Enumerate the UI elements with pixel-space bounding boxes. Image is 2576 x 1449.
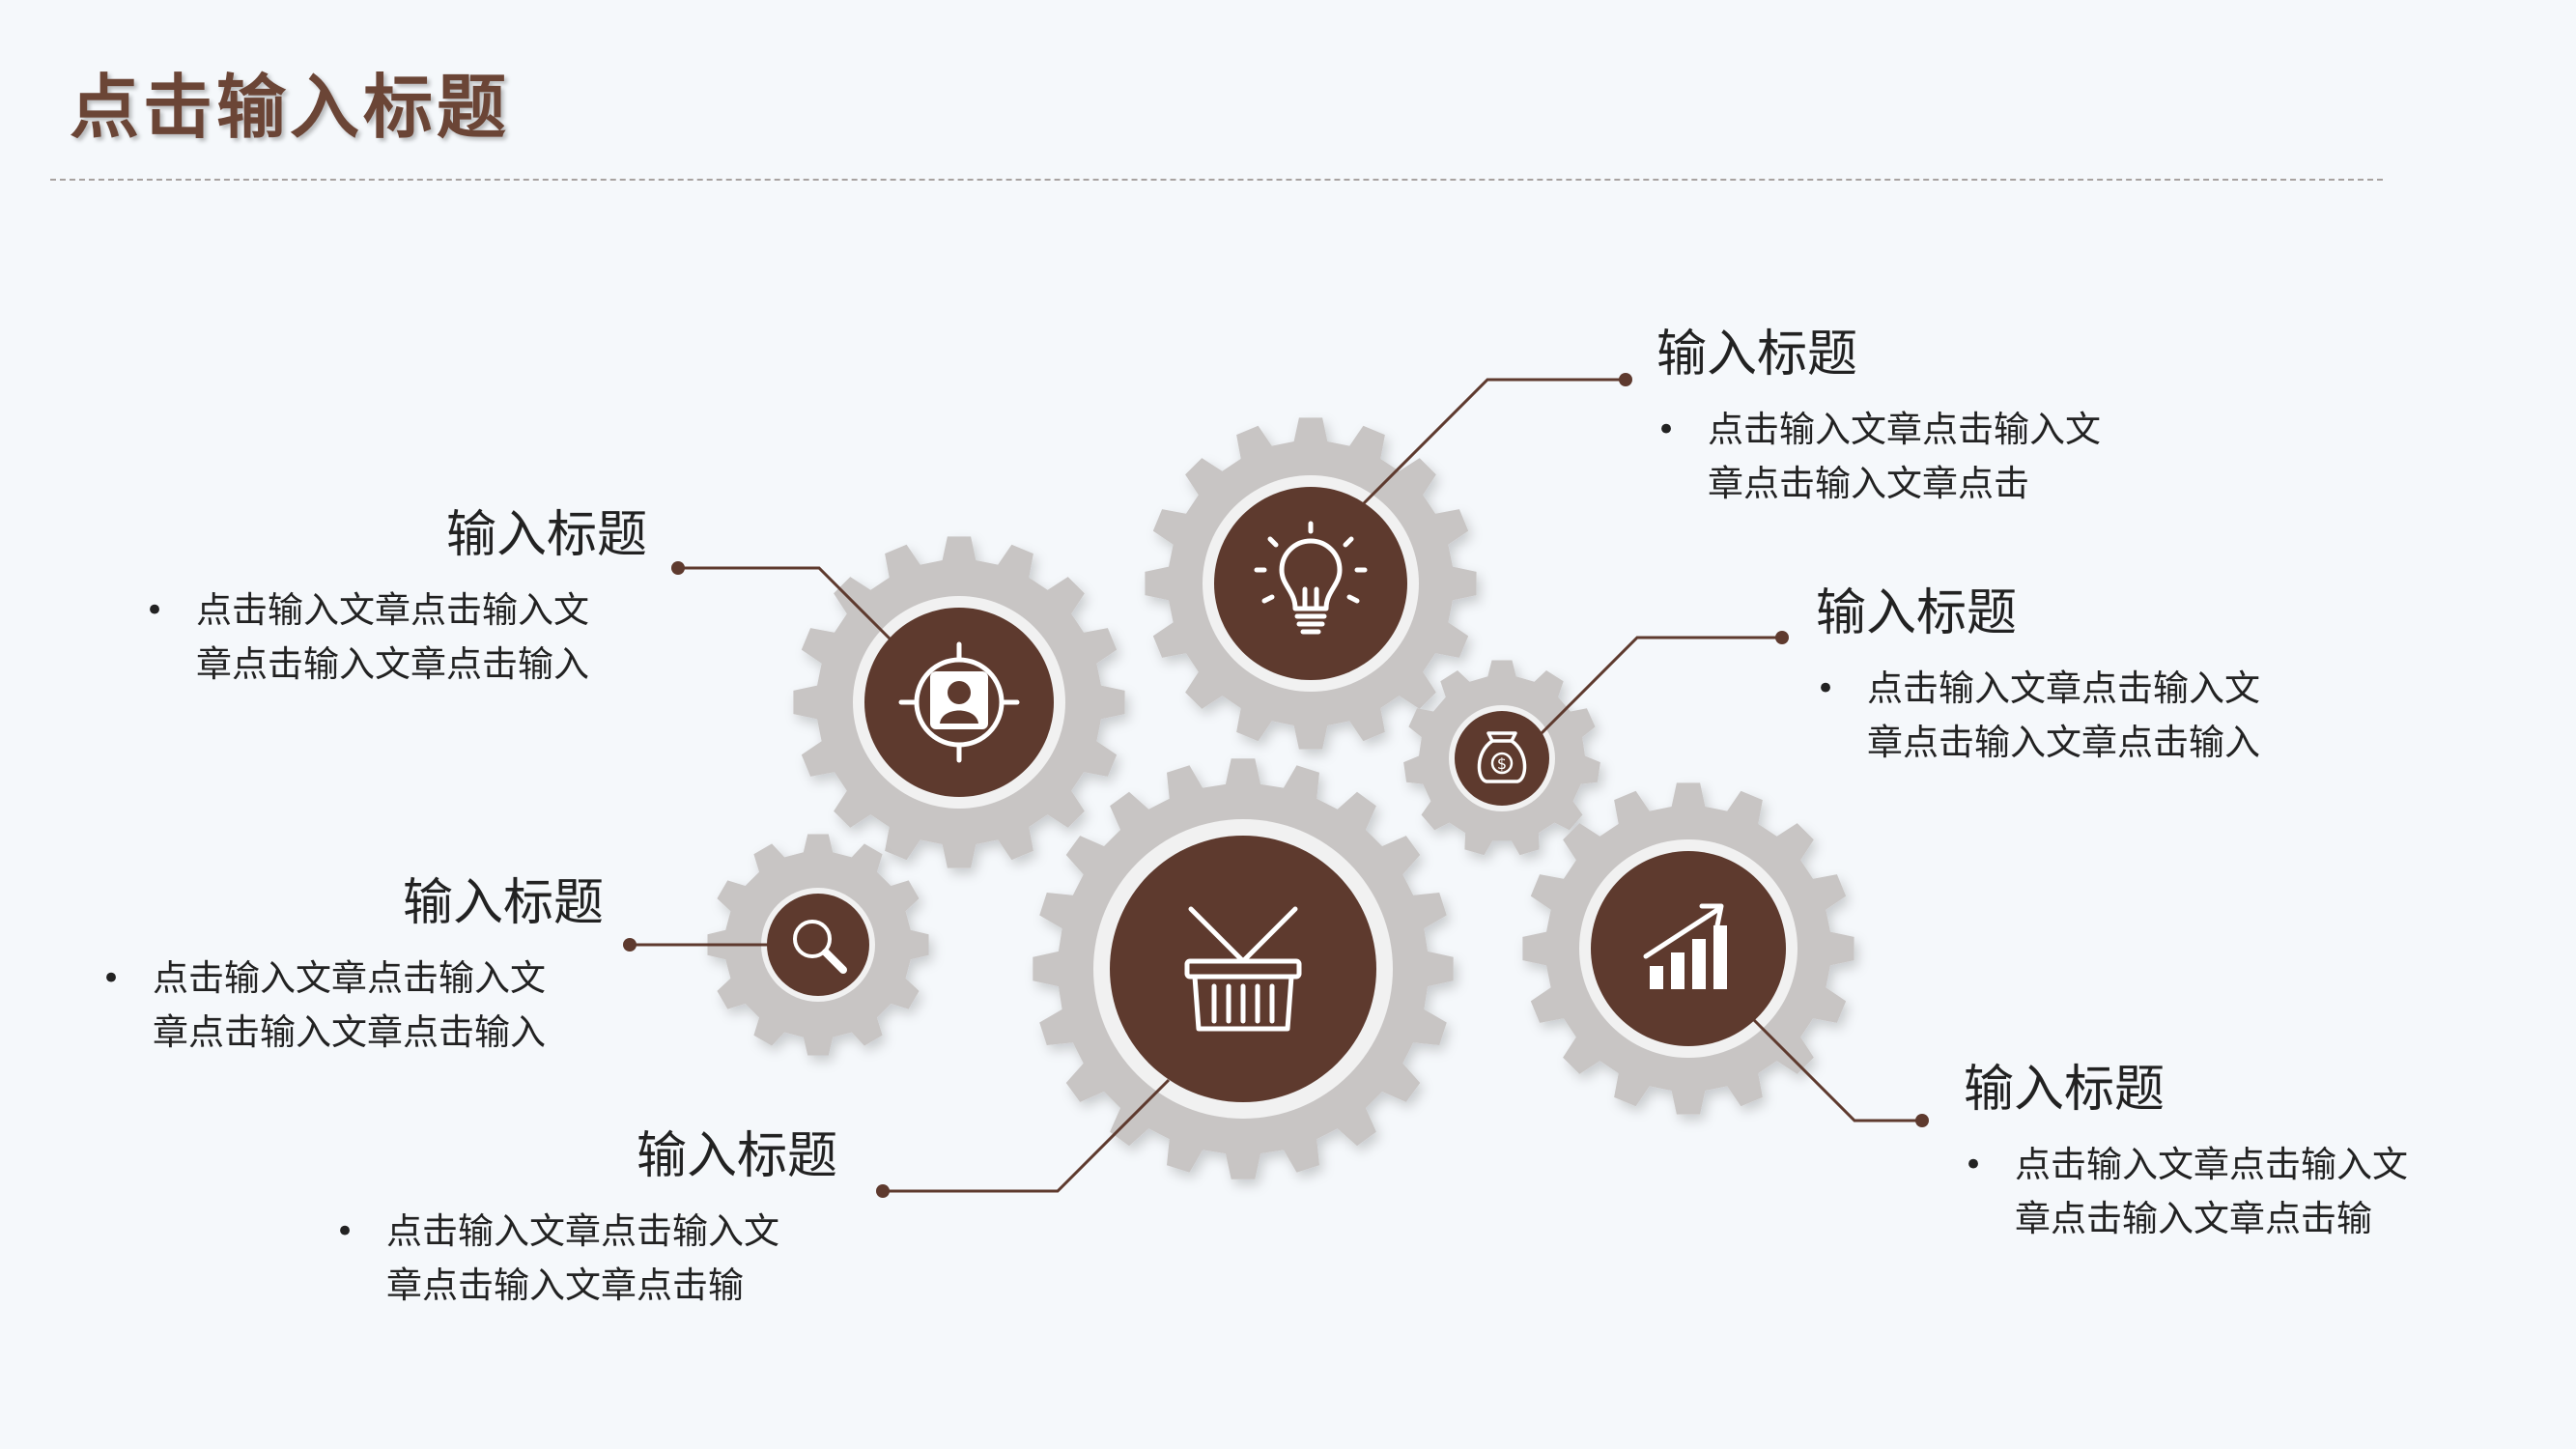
bullet-marker: • — [145, 591, 165, 630]
item-heading-2[interactable]: 输入标题 — [1656, 326, 1858, 384]
connector-line-1 — [678, 566, 894, 643]
item-text-5[interactable]: 点击输入文章点击输入文章点击输入文章点击输 — [386, 1210, 779, 1306]
growth-chart-icon — [1643, 903, 1727, 989]
item-heading-4[interactable]: 输入标题 — [402, 874, 604, 932]
connector-dot-6 — [1915, 1114, 1929, 1127]
item-heading-5[interactable]: 输入标题 — [636, 1127, 837, 1185]
item-bullet-4: • 点击输入文章点击输入文章点击输入文章点击输入 — [101, 952, 578, 1060]
item-bullet-1: • 点击输入文章点击输入文章点击输入文章点击输入 — [145, 583, 621, 692]
connector-line-2 — [1360, 378, 1626, 507]
person-target-icon — [898, 641, 1020, 763]
item-heading-6[interactable]: 输入标题 — [1964, 1061, 2166, 1119]
gear-4-center-disc[interactable] — [767, 894, 869, 996]
item-block-4: 输入标题 • 点击输入文章点击输入文章点击输入文章点击输入 — [101, 872, 604, 1060]
item-bullet-2: • 点击输入文章点击输入文章点击输入文章点击 — [1656, 403, 2133, 511]
bullet-marker: • — [1816, 669, 1836, 708]
connector-dot-5 — [876, 1184, 890, 1198]
connector-dot-3 — [1775, 631, 1789, 644]
item-text-6[interactable]: 点击输入文章点击输入文章点击输入文章点击输 — [2015, 1144, 2408, 1239]
item-text-2[interactable]: 点击输入文章点击输入文章点击输入文章点击 — [1708, 409, 2101, 504]
bullet-marker: • — [335, 1212, 355, 1251]
item-block-1: 输入标题 • 点击输入文章点击输入文章点击输入文章点击输入 — [145, 504, 647, 692]
item-text-4[interactable]: 点击输入文章点击输入文章点击输入文章点击输入 — [153, 957, 546, 1053]
shopping-basket-icon — [1184, 906, 1302, 1032]
connector-dot-1 — [671, 561, 685, 575]
svg-text:$: $ — [1497, 754, 1507, 773]
item-block-2: 输入标题 • 点击输入文章点击输入文章点击输入文章点击 — [1656, 324, 2197, 511]
bullet-marker: • — [1964, 1146, 1984, 1184]
item-bullet-3: • 点击输入文章点击输入文章点击输入文章点击输入 — [1816, 662, 2292, 770]
gear-3-center-disc[interactable] — [1455, 711, 1549, 806]
money-bag-icon: $ — [1477, 731, 1527, 783]
item-bullet-6: • 点击输入文章点击输入文章点击输入文章点击输 — [1964, 1138, 2440, 1246]
connector-line-3 — [1539, 636, 1782, 736]
title-divider — [50, 179, 2383, 181]
item-text-3[interactable]: 点击输入文章点击输入文章点击输入文章点击输入 — [1867, 668, 2260, 763]
item-block-3: 输入标题 • 点击输入文章点击输入文章点击输入文章点击输入 — [1816, 582, 2357, 770]
page-title[interactable]: 点击输入标题 — [70, 67, 511, 148]
connector-line-5 — [883, 1078, 1171, 1193]
item-block-5: 输入标题 • 点击输入文章点击输入文章点击输入文章点击输 — [335, 1125, 837, 1313]
lightbulb-icon — [1254, 521, 1368, 635]
item-heading-3[interactable]: 输入标题 — [1816, 584, 2018, 642]
bullet-marker: • — [1656, 411, 1677, 449]
gear-2-center-disc[interactable] — [1214, 487, 1407, 680]
search-icon — [793, 920, 847, 974]
item-text-1[interactable]: 点击输入文章点击输入文章点击输入文章点击输入 — [196, 589, 589, 685]
bullet-marker: • — [101, 959, 122, 998]
item-bullet-5: • 点击输入文章点击输入文章点击输入文章点击输 — [335, 1205, 811, 1313]
connector-line-6 — [1751, 1017, 1922, 1122]
connector-dot-4 — [623, 938, 637, 952]
item-block-6: 输入标题 • 点击输入文章点击输入文章点击输入文章点击输 — [1964, 1059, 2505, 1246]
item-heading-1[interactable]: 输入标题 — [445, 506, 647, 564]
gear-5-center-disc[interactable] — [1110, 836, 1376, 1102]
connector-dot-2 — [1619, 373, 1632, 386]
gear-6-center-disc[interactable] — [1591, 851, 1786, 1046]
